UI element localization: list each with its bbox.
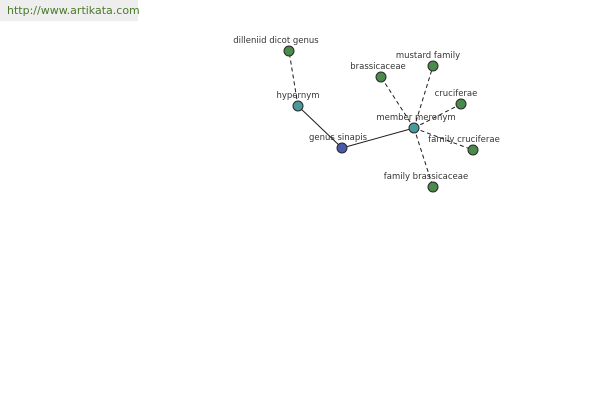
- source-banner: http://www.artikata.com: [0, 0, 140, 21]
- graph-edges: [288, 50, 474, 188]
- graph-nodes: [283, 45, 479, 193]
- edge-genus-sinapis-member-meronym: [341, 127, 415, 149]
- node-dilleniid-dicot-genus[interactable]: [283, 45, 295, 57]
- node-cruciferae[interactable]: [455, 98, 467, 110]
- node-brassicaceae[interactable]: [375, 71, 387, 83]
- edge-member-meronym-family-brassicaceae: [413, 127, 434, 188]
- edge-genus-sinapis-hypernym: [297, 105, 343, 149]
- node-mustard-family[interactable]: [427, 60, 439, 72]
- edge-hypernym-dilleniid-dicot-genus: [288, 50, 299, 107]
- label-mustard-family: mustard family: [396, 51, 460, 61]
- node-genus-sinapis[interactable]: [336, 142, 348, 154]
- label-family-cruciferae: family cruciferae: [428, 135, 500, 145]
- node-member-meronym[interactable]: [408, 122, 420, 134]
- graph-labels: dilleniid dicot genus brassicaceaemustard…: [233, 36, 500, 182]
- edge-member-meronym-brassicaceae: [380, 76, 415, 129]
- source-link[interactable]: http://www.artikata.com: [7, 4, 140, 17]
- node-family-cruciferae[interactable]: [467, 144, 479, 156]
- label-member-meronym: member meronym: [376, 113, 455, 123]
- edge-member-meronym-family-cruciferae: [413, 127, 474, 151]
- edge-member-meronym-mustard-family: [413, 65, 434, 129]
- label-family-brassicaceae: family brassicaceae: [384, 172, 468, 182]
- label-dilleniid-dicot-genus: dilleniid dicot genus: [233, 36, 319, 46]
- label-genus-sinapis: genus sinapis: [309, 133, 368, 143]
- label-hypernym: hypernym: [276, 91, 319, 101]
- label-brassicaceae: brassicaceae: [350, 62, 406, 72]
- node-family-brassicaceae[interactable]: [427, 181, 439, 193]
- node-hypernym[interactable]: [292, 100, 304, 112]
- label-cruciferae: cruciferae: [435, 89, 478, 99]
- edge-member-meronym-cruciferae: [413, 103, 462, 129]
